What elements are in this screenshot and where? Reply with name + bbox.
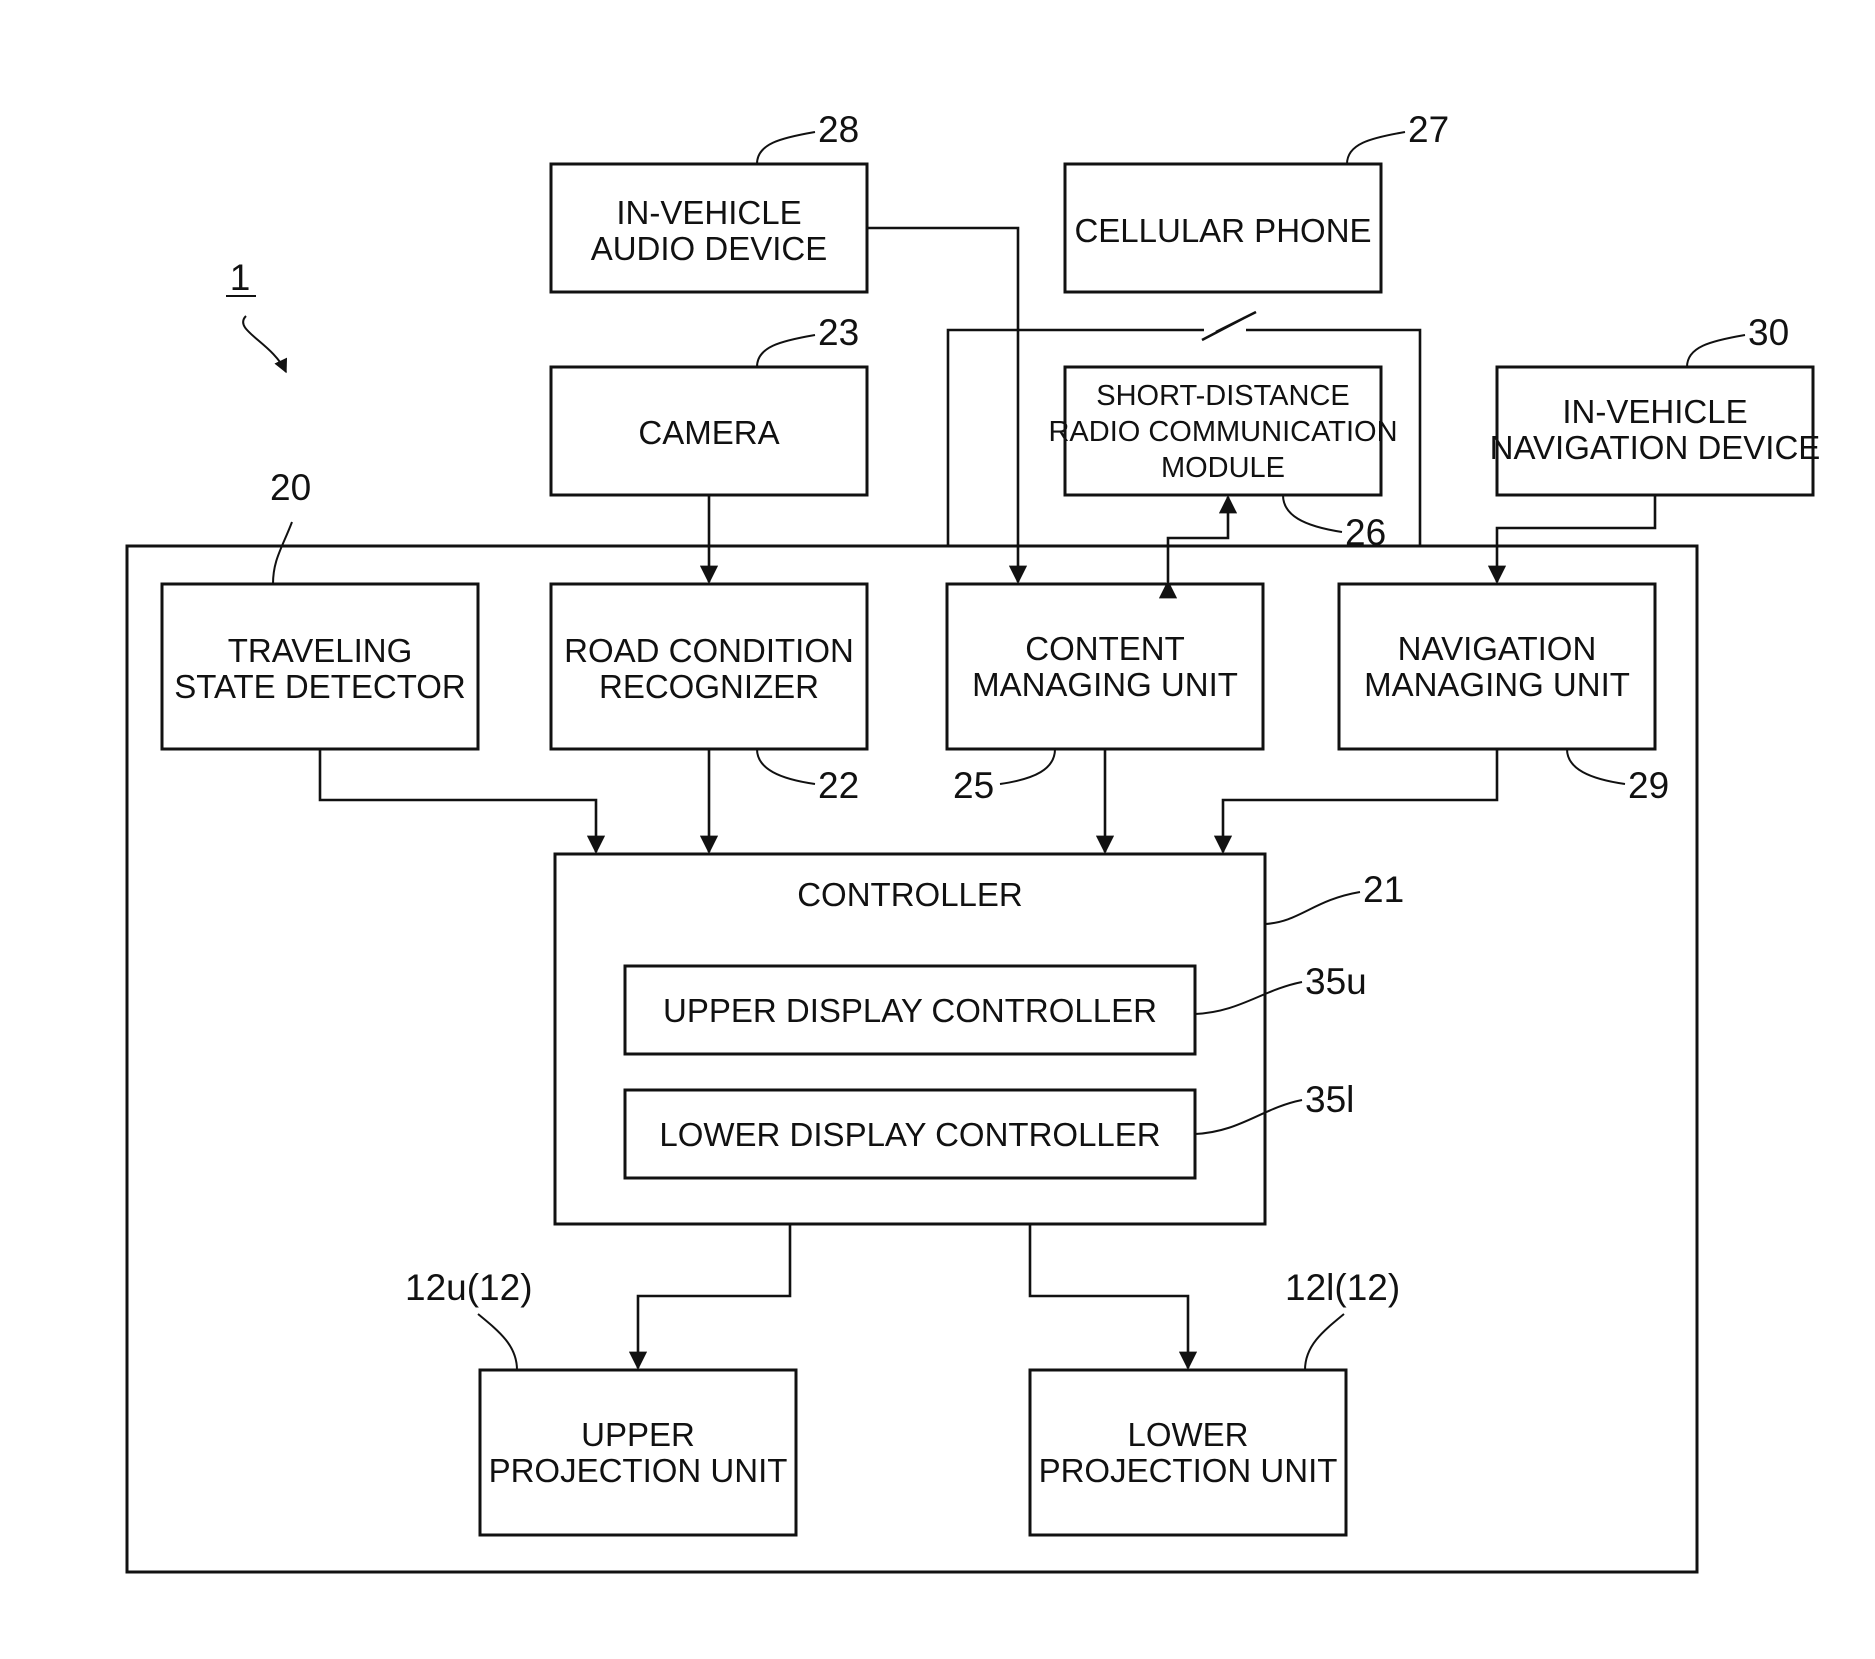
in-vehicle-audio-device-label-line-1: IN-VEHICLE [616, 194, 801, 231]
in-vehicle-navigation-device-block: IN-VEHICLE NAVIGATION DEVICE [1490, 367, 1821, 495]
traveling-state-detector-label-line-1: TRAVELING [228, 632, 413, 669]
in-vehicle-audio-device-label-line-2: AUDIO DEVICE [591, 230, 828, 267]
ref-28-leader [757, 132, 815, 164]
lower-projection-unit-label-line-1: LOWER [1127, 1416, 1248, 1453]
navigation-managing-unit-label-line-2: MANAGING UNIT [1364, 666, 1630, 703]
system-ref-label: 1 [230, 257, 251, 298]
ref-29: 29 [1628, 765, 1669, 806]
traveling-to-controller-connector [320, 749, 596, 852]
short-distance-radio-module-label-line-3: MODULE [1161, 452, 1285, 484]
content-managing-unit-label-line-2: MANAGING UNIT [972, 666, 1238, 703]
upper-projection-unit-label-line-2: PROJECTION UNIT [489, 1452, 788, 1489]
in-vehicle-navigation-device-label-line-2: NAVIGATION DEVICE [1490, 429, 1821, 466]
in-vehicle-audio-device-block: IN-VEHICLE AUDIO DEVICE [551, 164, 867, 292]
short-distance-radio-module-label-line-1: SHORT-DISTANCE [1096, 380, 1350, 412]
ref-21: 21 [1363, 869, 1404, 910]
radio-content-bidirectional-connector [1168, 497, 1228, 582]
road-condition-recognizer-label-line-1: ROAD CONDITION [564, 632, 854, 669]
ref-23-leader [757, 335, 815, 367]
in-vehicle-navigation-device-label-line-1: IN-VEHICLE [1562, 393, 1747, 430]
ref-35u: 35u [1305, 961, 1367, 1002]
road-condition-recognizer-block: ROAD CONDITION RECOGNIZER [551, 584, 867, 749]
ref-12u: 12u(12) [405, 1267, 533, 1308]
ref-12l: 12l(12) [1285, 1267, 1400, 1308]
lower-projection-unit-label-line-2: PROJECTION UNIT [1039, 1452, 1338, 1489]
lower-display-controller-label: LOWER DISPLAY CONTROLLER [659, 1116, 1160, 1153]
ref-29-leader [1567, 749, 1625, 784]
ref-20: 20 [270, 467, 311, 508]
controller-to-lower-projection-connector [1030, 1224, 1188, 1368]
short-distance-radio-module-block: SHORT-DISTANCE RADIO COMMUNICATION MODUL… [1048, 367, 1397, 495]
upper-display-controller-label: UPPER DISPLAY CONTROLLER [663, 992, 1157, 1029]
controller-to-upper-projection-connector [638, 1224, 790, 1368]
camera-block: CAMERA [551, 367, 867, 495]
traveling-state-detector-label-line-2: STATE DETECTOR [174, 668, 466, 705]
ref-23: 23 [818, 312, 859, 353]
ref-27-leader [1347, 132, 1405, 164]
wireless-link-zigzag [1202, 312, 1256, 340]
ref-26: 26 [1345, 512, 1386, 553]
cellular-phone-block: CELLULAR PHONE [1065, 164, 1381, 292]
system-reference: 1 [226, 257, 286, 372]
lower-projection-unit-block: LOWER PROJECTION UNIT [1030, 1370, 1346, 1535]
ref-12l-leader [1305, 1314, 1344, 1370]
ref-12u-leader [478, 1314, 517, 1370]
cellular-phone-label: CELLULAR PHONE [1074, 212, 1371, 249]
navigation-managing-unit-label-line-1: NAVIGATION [1398, 630, 1597, 667]
ref-35l: 35l [1305, 1079, 1354, 1120]
upper-projection-unit-block: UPPER PROJECTION UNIT [480, 1370, 796, 1535]
content-managing-unit-label-line-1: CONTENT [1025, 630, 1185, 667]
ref-27: 27 [1408, 109, 1449, 150]
ref-30-leader [1687, 335, 1745, 367]
traveling-state-detector-block: TRAVELING STATE DETECTOR [162, 584, 478, 749]
camera-label: CAMERA [638, 414, 779, 451]
ref-28: 28 [818, 109, 859, 150]
ref-22-leader [757, 749, 815, 784]
controller-block: CONTROLLER UPPER DISPLAY CONTROLLER LOWE… [555, 854, 1265, 1224]
system-ref-arrow [243, 316, 286, 372]
controller-label: CONTROLLER [797, 876, 1023, 913]
ref-30: 30 [1748, 312, 1789, 353]
ref-25-leader [1000, 749, 1055, 784]
short-distance-radio-module-label-line-2: RADIO COMMUNICATION [1048, 416, 1397, 448]
navmgr-to-controller-connector [1223, 749, 1497, 852]
ref-20-leader [273, 522, 292, 584]
audio-to-content-connector [867, 228, 1018, 582]
ref-22: 22 [818, 765, 859, 806]
ref-21-leader [1265, 892, 1360, 924]
ref-25: 25 [953, 765, 994, 806]
content-managing-unit-block: CONTENT MANAGING UNIT [947, 584, 1263, 749]
road-condition-recognizer-label-line-2: RECOGNIZER [599, 668, 819, 705]
ref-26-leader [1283, 495, 1342, 532]
navigation-managing-unit-block: NAVIGATION MANAGING UNIT [1339, 584, 1655, 749]
upper-projection-unit-label-line-1: UPPER [581, 1416, 695, 1453]
navdevice-to-navmgr-connector [1497, 495, 1655, 582]
